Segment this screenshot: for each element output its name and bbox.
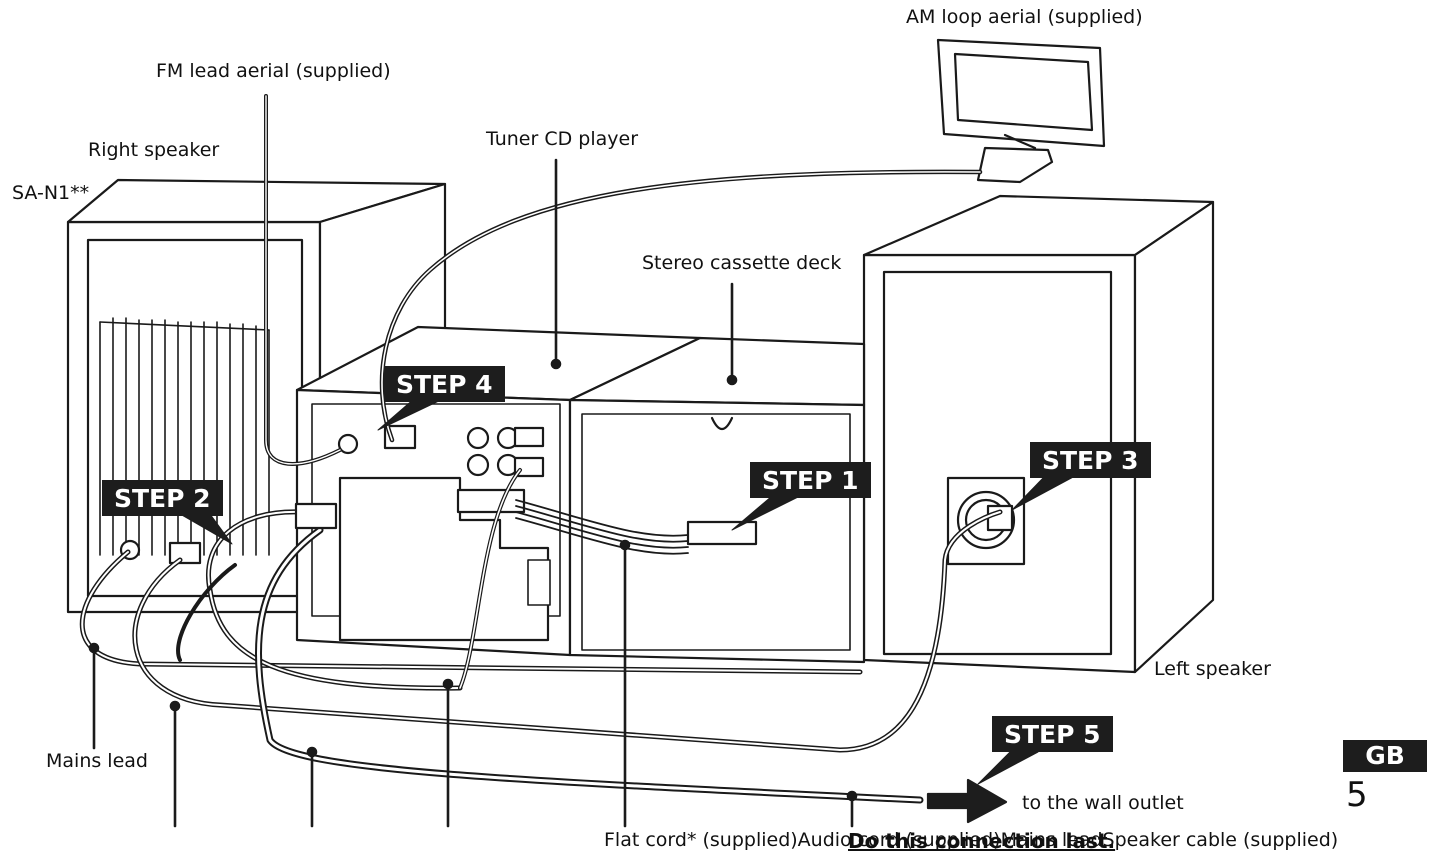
left-speaker-drawing <box>862 194 1215 674</box>
cables <box>79 468 1003 804</box>
step-3-badge: STEP 3 <box>1030 442 1151 478</box>
connection-last-note: Do this connection last. <box>848 829 1116 853</box>
step-2-badge: STEP 2 <box>102 480 223 516</box>
right-speaker-label: Right speaker <box>88 139 220 161</box>
step-1-badge: STEP 1 <box>750 462 871 498</box>
model-label: SA-N1** <box>12 182 90 204</box>
tuner-cd-player-label: Tuner CD player <box>486 128 639 150</box>
step-pointers <box>179 397 1076 785</box>
cassette-deck-drawing <box>568 336 866 664</box>
am-loop-aerial-label: AM loop aerial (supplied) <box>906 6 1143 28</box>
am-loop-aerial-drawing <box>936 38 1106 184</box>
step-5-badge: STEP 5 <box>992 716 1113 752</box>
cassette-deck-label: Stereo cassette deck <box>642 252 842 274</box>
left-speaker-label: Left speaker <box>1154 658 1271 680</box>
leader-lines <box>88 158 858 828</box>
region-badge: GB <box>1343 740 1427 772</box>
wall-outlet-label: to the wall outlet <box>1022 792 1184 814</box>
flat-cord <box>515 499 689 555</box>
mains-lead-label: Mains lead <box>46 750 148 772</box>
wall-outlet-arrow <box>926 778 1008 824</box>
fm-lead-aerial-label: FM lead aerial (supplied) <box>156 60 391 82</box>
page-number: 5 <box>1346 775 1368 815</box>
cable-legend-line: Flat cord* (supplied)Audio cord (supplie… <box>604 829 1339 851</box>
right-speaker-fins <box>99 317 270 556</box>
step-4-badge: STEP 4 <box>384 366 505 402</box>
